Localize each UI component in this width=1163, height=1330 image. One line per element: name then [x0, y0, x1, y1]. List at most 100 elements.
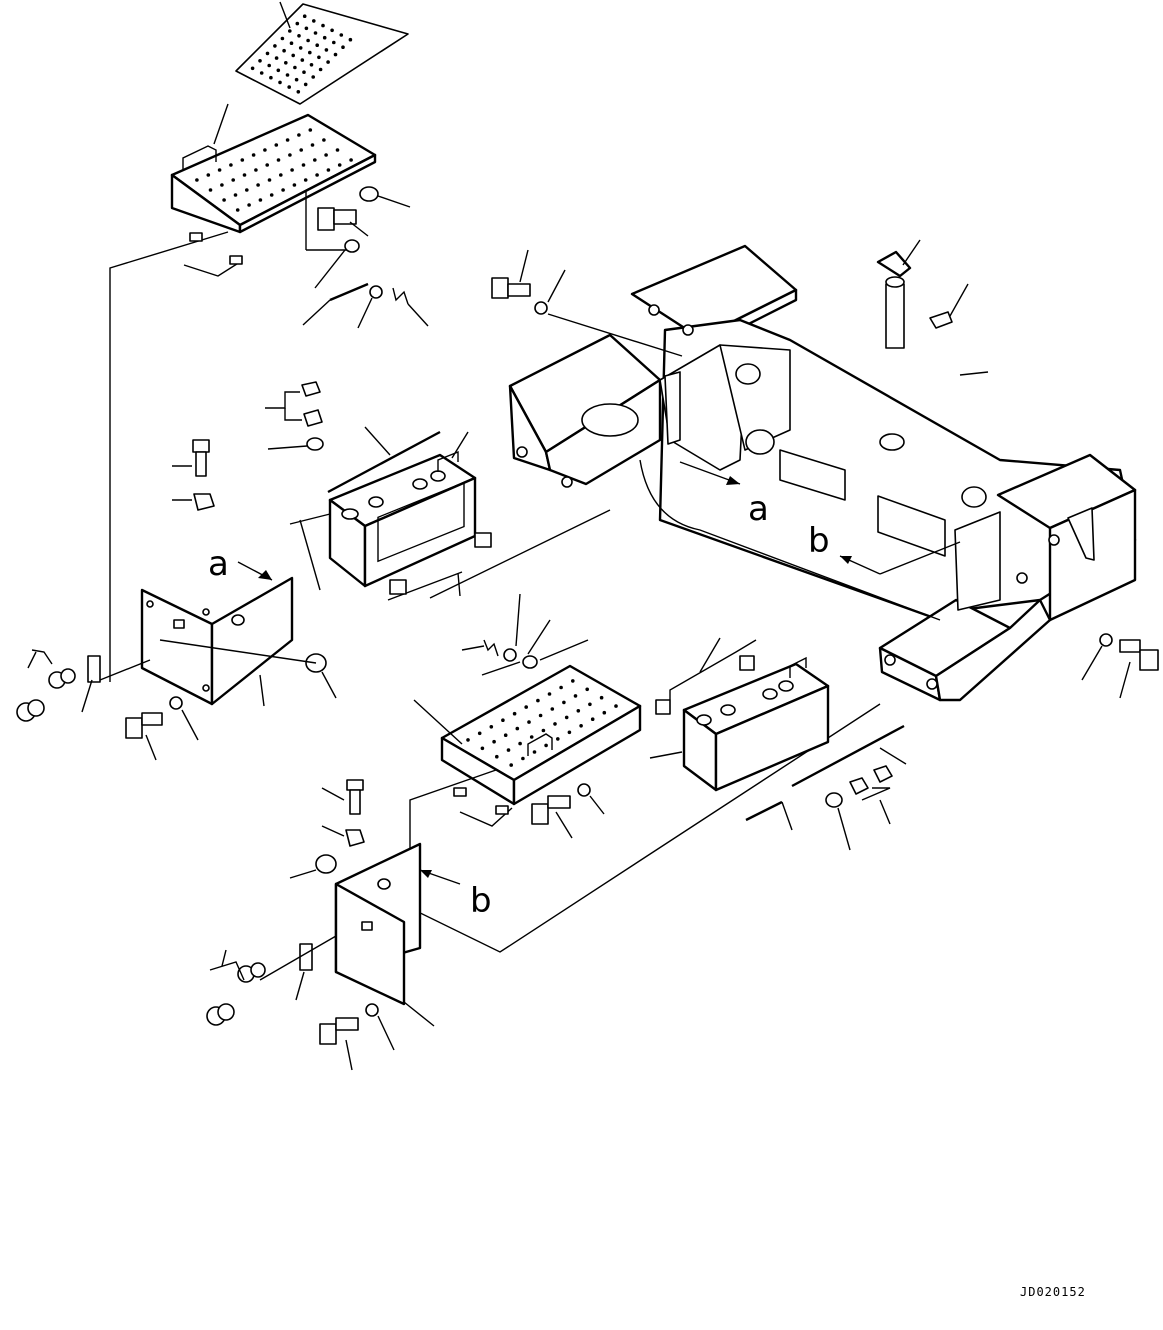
perforation-dot [274, 143, 279, 147]
perforation-dot [297, 34, 301, 38]
view-label-a: a [208, 544, 229, 584]
battery-lower [682, 656, 830, 792]
perforation-dot [254, 168, 258, 172]
perforation-dot [567, 730, 572, 735]
perforation-dot [217, 168, 222, 172]
perforation-dot [206, 173, 211, 177]
perforation-dot [284, 61, 288, 65]
perforation-dot [585, 687, 589, 692]
perforation-dot [321, 23, 325, 28]
perforation-dot [294, 77, 299, 82]
perforated-plate [235, 1, 409, 105]
perforation-dot [536, 698, 540, 703]
perforation-dot [276, 158, 281, 162]
perforation-dot [285, 73, 290, 77]
perforation-dot [269, 75, 273, 80]
perforation-dot [466, 738, 470, 742]
perforation-dot [315, 173, 319, 177]
view-label-a-frame: a [748, 489, 769, 529]
perforation-dot [532, 750, 537, 754]
perforation-dot [300, 58, 305, 62]
perforation-dot [559, 685, 563, 690]
perforation-dot [477, 731, 482, 736]
perforation-dot [330, 28, 334, 33]
perforation-dot [299, 148, 304, 152]
perforation-dot [579, 724, 583, 728]
perforation-dot [311, 75, 316, 79]
view-label-b: b [470, 881, 492, 921]
perforation-dot [250, 66, 255, 71]
perforation-dot [313, 31, 318, 35]
perforation-dot [251, 153, 256, 157]
perforation-dot [309, 63, 314, 67]
perforation-dot [240, 158, 245, 162]
perforation-dot [527, 720, 531, 724]
perforation-dot [287, 85, 292, 89]
perforation-dot [280, 36, 285, 41]
perforation-dot [349, 158, 353, 162]
perforation-dot [341, 45, 345, 49]
perforation-dot [562, 700, 566, 705]
perforation-dot [242, 173, 247, 177]
perforation-dot [509, 763, 513, 767]
perforation-dot [273, 44, 277, 48]
perforation-dot [480, 746, 485, 751]
perforation-dot [524, 705, 528, 709]
perforation-dot [208, 188, 213, 192]
perforation-dot [297, 133, 301, 137]
perforation-dot [495, 754, 499, 759]
perforation-dot [267, 178, 272, 182]
drawing-number: JD020152 [1020, 1285, 1086, 1299]
perforation-dot [229, 163, 233, 167]
perforation-dot [326, 60, 330, 64]
perforation-dot [306, 38, 310, 43]
perforation-dot [235, 208, 240, 212]
perforation-dot [310, 143, 315, 147]
bracket [140, 576, 294, 706]
view-label-b-frame: b [808, 521, 830, 561]
perforation-dot [588, 702, 592, 707]
perforation-dot [288, 153, 292, 157]
perforation-dot [288, 29, 292, 33]
perforation-dot [550, 707, 555, 711]
perforation-dot [289, 41, 294, 45]
perforation-dot [274, 56, 279, 60]
perforation-dot [222, 198, 226, 202]
perforation-dot [303, 178, 308, 182]
perforation-dot [547, 692, 552, 696]
perforation-dot [333, 52, 338, 57]
bracket-lower [334, 842, 422, 1006]
perforation-dot [285, 138, 290, 142]
perforation-dot [324, 153, 328, 157]
perforation-dot [308, 128, 313, 132]
perforation-dot [538, 713, 543, 718]
perforation-dot [258, 198, 263, 202]
perforation-dot [322, 35, 327, 40]
perforation-dot [298, 46, 303, 50]
perforation-dot [501, 718, 505, 722]
perforation-dot [326, 168, 331, 172]
perforation-dot [614, 704, 618, 708]
perforation-dot [308, 50, 312, 55]
perforation-dot [506, 748, 511, 752]
battery [328, 450, 477, 588]
perforation-dot [576, 709, 581, 713]
perforation-dot [295, 21, 300, 26]
perforation-dot [265, 163, 270, 167]
perforation-dot [315, 43, 320, 47]
perforation-dot [265, 51, 270, 56]
perforation-dot [564, 715, 569, 720]
perforation-dot [220, 183, 224, 187]
perforation-dot [602, 710, 607, 715]
lower-step [440, 664, 642, 806]
perforation-dot [318, 67, 323, 72]
perforation-dot [556, 737, 560, 741]
perforation-dot [337, 163, 342, 167]
perforation-dot [332, 40, 336, 45]
perforation-dot [233, 193, 238, 197]
perforation-dot [296, 90, 301, 94]
perforation-dot [279, 173, 283, 177]
perforation-dot [276, 68, 281, 73]
